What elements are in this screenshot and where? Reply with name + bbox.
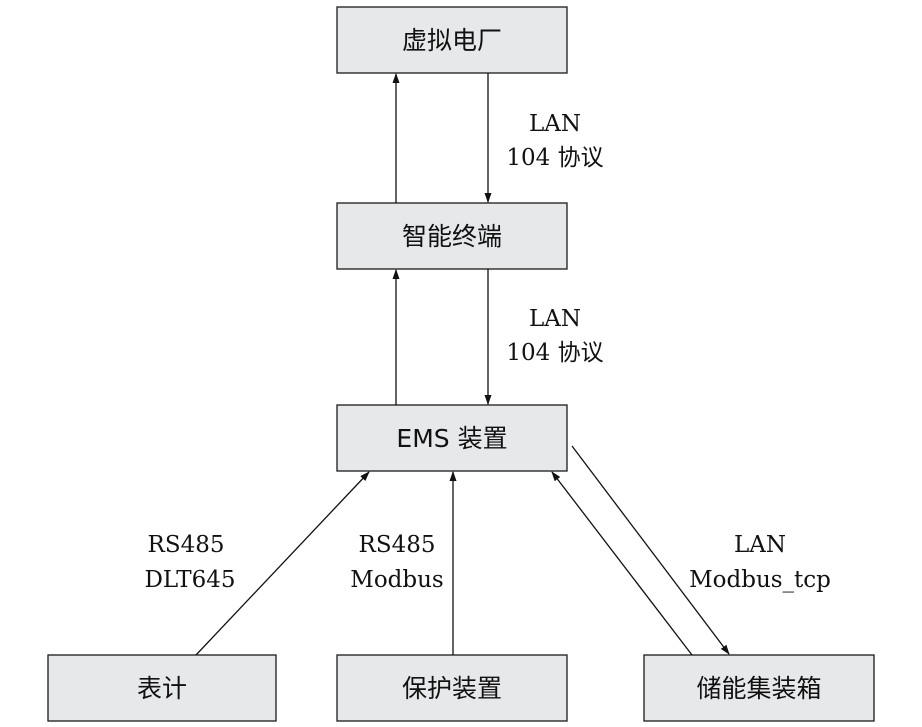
node-label: 智能终端 — [402, 222, 502, 251]
edge-label-meter-ems-line1: RS485 — [148, 532, 225, 558]
node-meter[interactable]: 表计 — [47, 654, 277, 722]
arrow-storage-to-ems — [551, 471, 693, 656]
edge-label-storage-ems-line1: LAN — [734, 532, 786, 558]
node-label: 储能集装箱 — [696, 674, 821, 703]
arrow-meter-to-ems — [195, 471, 370, 656]
node-label: 虚拟电厂 — [402, 26, 502, 55]
node-label: 表计 — [137, 674, 187, 703]
arrow-ems-to-storage — [571, 445, 730, 655]
edge-label-storage-ems-line2: Modbus_tcp — [689, 567, 831, 593]
edge-label-vpp-terminal-line2: 104 协议 — [506, 145, 603, 171]
node-smart-terminal[interactable]: 智能终端 — [336, 202, 568, 270]
node-ems-device[interactable]: EMS 装置 — [336, 404, 568, 472]
edge-label-terminal-ems-line2: 104 协议 — [506, 340, 603, 366]
node-virtual-power-plant[interactable]: 虚拟电厂 — [336, 6, 568, 74]
edge-label-vpp-terminal-line1: LAN — [529, 111, 581, 137]
edge-label-meter-ems-line2: DLT645 — [144, 567, 235, 593]
node-protection-device[interactable]: 保护装置 — [336, 654, 568, 722]
edge-label-protection-ems-line2: Modbus — [350, 567, 443, 593]
edge-label-terminal-ems-line1: LAN — [529, 306, 581, 332]
node-label: EMS 装置 — [396, 424, 507, 453]
node-storage-container[interactable]: 储能集装箱 — [643, 654, 875, 722]
node-label: 保护装置 — [402, 674, 502, 703]
edge-label-protection-ems-line1: RS485 — [359, 532, 436, 558]
